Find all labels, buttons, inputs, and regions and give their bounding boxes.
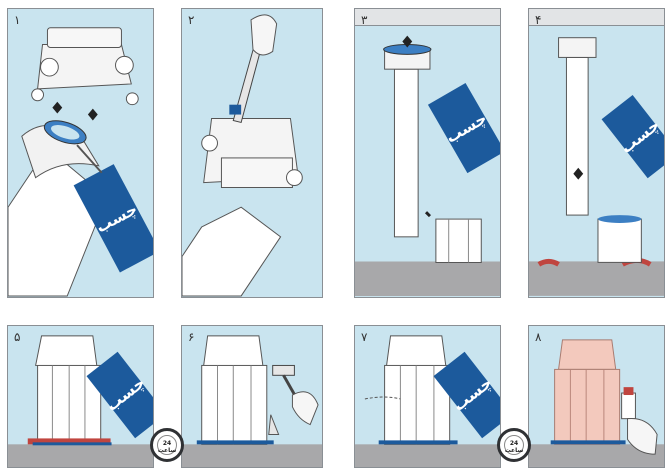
step-7-illustration: چسب <box>355 326 500 467</box>
step-4-illustration: چسب <box>529 9 664 297</box>
step-7-panel: چسب ۷ <box>354 325 501 468</box>
step-2-panel: ۲ <box>181 8 323 298</box>
step-6-illustration <box>182 326 322 467</box>
timer-label: 24 ساعت <box>153 440 181 454</box>
step-1-illustration: چسب <box>8 9 153 297</box>
step-8-panel: ۸ <box>528 325 665 468</box>
step-3-panel: چسب ۳ <box>354 8 501 298</box>
timer-icon: 24 ساعت <box>497 428 531 462</box>
step-5-illustration: چسب <box>8 326 153 467</box>
step-number: ۷ <box>361 330 367 344</box>
step-1-panel: چسب ۱ <box>7 8 154 298</box>
step-number: ۲ <box>188 13 194 27</box>
timer-label: 24 ساعت <box>500 440 528 454</box>
step-2-illustration <box>182 9 322 297</box>
step-number: ۵ <box>14 330 20 344</box>
step-number: ۳ <box>361 13 367 27</box>
step-8-illustration <box>529 326 664 467</box>
step-number: ۶ <box>188 330 194 344</box>
step-number: ۴ <box>535 13 541 27</box>
step-number: ۱ <box>14 13 20 27</box>
step-6-panel: ۶ <box>181 325 323 468</box>
step-5-panel: چسب ۵ <box>7 325 154 468</box>
step-number: ۸ <box>535 330 541 344</box>
timer-icon: 24 ساعت <box>150 428 184 462</box>
step-3-illustration: چسب <box>355 9 500 297</box>
step-4-panel: چسب ۴ <box>528 8 665 298</box>
